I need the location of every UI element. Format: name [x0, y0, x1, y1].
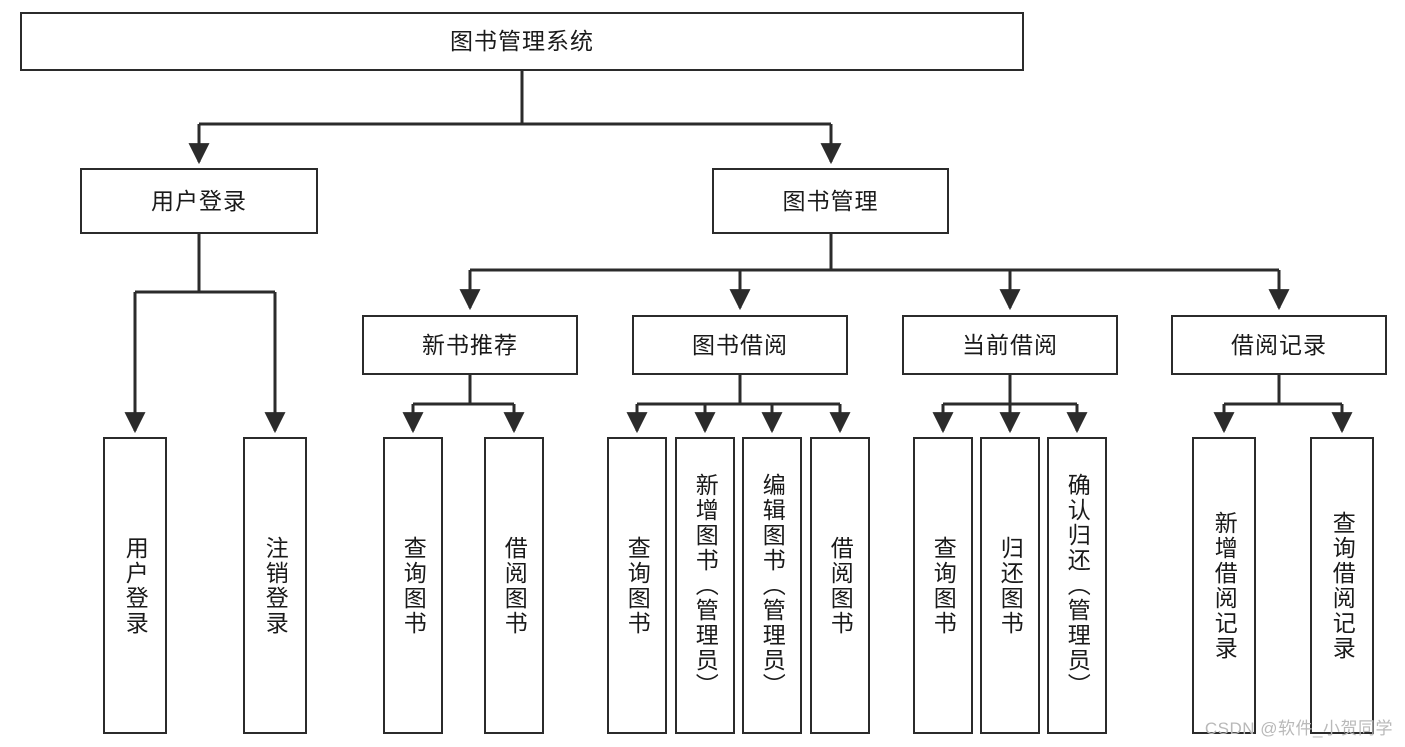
leaf-borrow-edit-book-admin[interactable]: 编辑图书（管理员）: [742, 437, 802, 734]
leaf-user-login-login[interactable]: 用户登录: [103, 437, 167, 734]
node-label: 当前借阅: [962, 331, 1058, 358]
node-borrow-record[interactable]: 借阅记录: [1171, 315, 1387, 375]
leaf-current-confirm-return-admin[interactable]: 确认归还（管理员）: [1047, 437, 1107, 734]
leaf-new-book-query-book[interactable]: 查询图书: [383, 437, 443, 734]
node-label: 图书借阅: [692, 331, 788, 358]
node-user-login[interactable]: 用户登录: [80, 168, 318, 234]
node-new-book-recommend[interactable]: 新书推荐: [362, 315, 578, 375]
leaf-user-login-logout[interactable]: 注销登录: [243, 437, 307, 734]
node-label: 借阅记录: [1231, 331, 1327, 358]
node-label: 归还图书: [997, 535, 1024, 636]
leaf-borrow-query-book[interactable]: 查询图书: [607, 437, 667, 734]
node-label: 注销登录: [262, 535, 289, 636]
node-label: 查询图书: [624, 535, 651, 636]
node-label: 图书管理: [782, 187, 879, 214]
node-current-borrow[interactable]: 当前借阅: [902, 315, 1118, 375]
leaf-new-book-borrow-book[interactable]: 借阅图书: [484, 437, 544, 734]
node-label: 新增图书（管理员）: [692, 473, 719, 698]
leaf-current-query-book[interactable]: 查询图书: [913, 437, 973, 734]
node-label: 用户登录: [151, 187, 247, 214]
leaf-borrow-add-book-admin[interactable]: 新增图书（管理员）: [675, 437, 735, 734]
leaf-borrow-borrow-book[interactable]: 借阅图书: [810, 437, 870, 734]
node-label: 用户登录: [122, 535, 149, 636]
node-label: 图书管理系统: [450, 28, 594, 54]
node-label: 查询借阅记录: [1329, 510, 1356, 661]
node-label: 查询图书: [400, 535, 427, 636]
leaf-current-return-book[interactable]: 归还图书: [980, 437, 1040, 734]
leaf-record-query-record[interactable]: 查询借阅记录: [1310, 437, 1374, 734]
node-label: 新增借阅记录: [1211, 510, 1238, 661]
node-label: 确认归还（管理员）: [1064, 473, 1091, 698]
node-label: 查询图书: [930, 535, 957, 636]
node-label: 借阅图书: [827, 535, 854, 636]
node-book-borrow[interactable]: 图书借阅: [632, 315, 848, 375]
node-label: 新书推荐: [422, 331, 518, 358]
leaf-record-add-record[interactable]: 新增借阅记录: [1192, 437, 1256, 734]
node-book-management[interactable]: 图书管理: [712, 168, 949, 234]
node-root-book-management-system[interactable]: 图书管理系统: [20, 12, 1024, 71]
node-label: 借阅图书: [501, 535, 528, 636]
node-label: 编辑图书（管理员）: [759, 473, 786, 698]
